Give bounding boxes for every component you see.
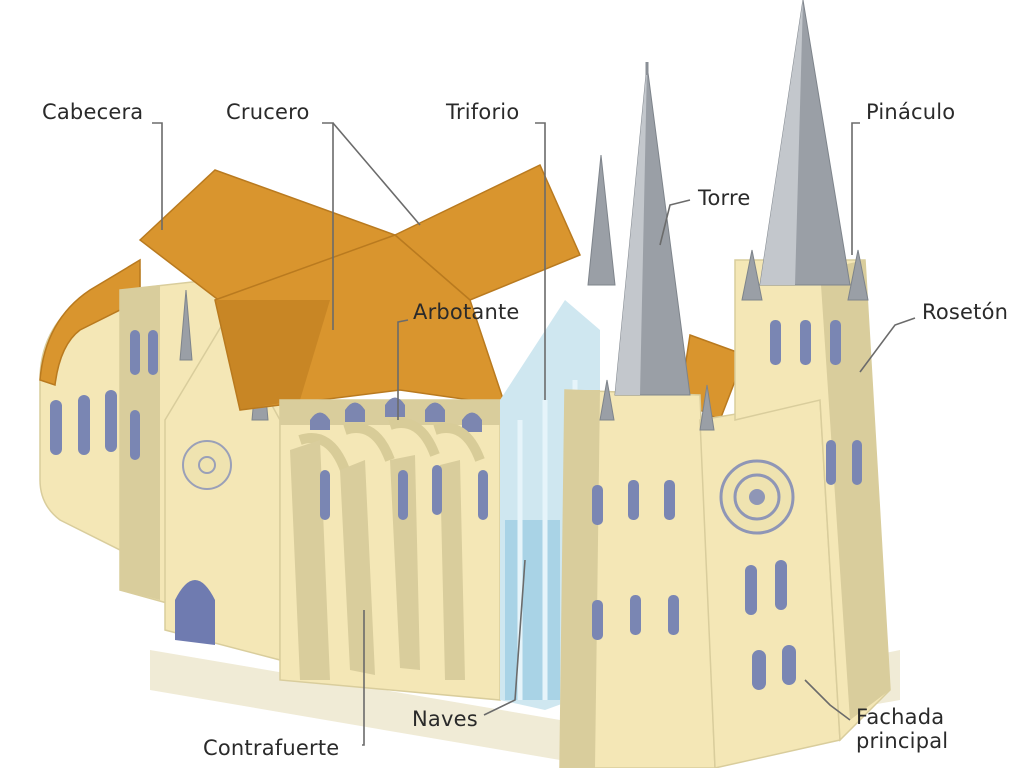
facade-window	[770, 320, 781, 365]
apse	[39, 258, 141, 562]
facade-window	[592, 600, 603, 640]
facade-window	[745, 565, 757, 615]
facade-window	[752, 650, 766, 690]
label-arbotante: Arbotante	[413, 300, 520, 324]
facade-window	[826, 440, 836, 485]
facade-rose-inner	[733, 473, 781, 521]
label-contrafuerte: Contrafuerte	[203, 736, 340, 760]
buttress	[390, 455, 420, 670]
cutaway-aisle	[505, 520, 560, 700]
leader-roseton	[859, 317, 916, 373]
flying-buttresses	[298, 418, 485, 472]
leader-triforio	[535, 122, 546, 400]
apse-window	[105, 390, 117, 452]
facade-window	[800, 320, 811, 365]
roof-shade	[215, 300, 330, 410]
leader-arbotante	[397, 319, 409, 420]
clerestory-window	[310, 412, 330, 430]
facade-window	[664, 480, 675, 520]
facade-window	[668, 595, 679, 635]
facade-window	[830, 320, 841, 365]
apse-roof	[39, 258, 141, 387]
buttress	[340, 460, 375, 675]
label-triforio: Triforio	[446, 100, 520, 124]
nave-window	[398, 470, 408, 520]
label-naves: Naves	[412, 707, 478, 731]
facade-center	[699, 399, 841, 768]
buttress	[440, 460, 465, 680]
facade-window	[775, 560, 787, 610]
facade-window	[592, 485, 603, 525]
leader-fachada	[804, 679, 851, 721]
leader-naves	[483, 559, 526, 716]
pinnacle-small	[741, 249, 763, 301]
spire-small	[587, 154, 616, 286]
clerestory-window	[385, 397, 405, 417]
spire-left-tower-light	[615, 65, 647, 395]
nave-window	[432, 465, 442, 515]
leader-lines	[152, 122, 916, 746]
facade-window	[782, 645, 796, 685]
label-crucero: Crucero	[226, 100, 310, 124]
clerestory-windows	[310, 397, 482, 432]
apse-window	[50, 400, 62, 455]
transept-portal	[175, 580, 215, 645]
transept-rose-center	[198, 456, 216, 474]
choir-window	[148, 330, 158, 375]
leader-torre	[659, 199, 691, 246]
leader-contrafuerte	[362, 610, 365, 746]
leader-crucero-2	[332, 122, 421, 226]
label-roseton: Rosetón	[922, 300, 1009, 324]
facade-window	[630, 595, 641, 635]
pinnacle-small	[699, 384, 715, 431]
leader-pinaculo	[851, 122, 860, 255]
clerestory-window	[425, 402, 445, 422]
label-torre: Torre	[698, 186, 751, 210]
transept-pinnacle	[179, 289, 193, 361]
apse-window	[78, 395, 90, 455]
pinnacle-small	[599, 379, 615, 421]
right-tower-shade	[820, 260, 890, 720]
choir-window	[130, 410, 140, 460]
label-fachada-principal: Fachada principal	[856, 705, 949, 754]
flying-buttress	[343, 423, 395, 462]
choir-window	[130, 330, 140, 375]
west-facade	[559, 0, 891, 768]
nave	[279, 397, 501, 701]
leader-cabecera	[152, 122, 163, 230]
flying-buttress	[388, 418, 440, 457]
flying-buttress	[433, 423, 485, 462]
clerestory-window	[345, 402, 365, 422]
nave-window	[320, 470, 330, 520]
facade-windows	[592, 320, 862, 690]
transept-rose-window	[182, 440, 232, 490]
label-pinaculo: Pináculo	[866, 100, 956, 124]
facade-window	[852, 440, 862, 485]
clerestory-window	[462, 412, 482, 432]
pinnacle-small	[847, 249, 869, 301]
facade-window	[628, 480, 639, 520]
flying-buttress	[298, 433, 350, 472]
label-cabecera: Cabecera	[42, 100, 144, 124]
main-spire-right-light	[760, 0, 803, 285]
facade-rose-core	[749, 489, 765, 505]
left-tower-shade	[560, 390, 600, 768]
nave-window	[478, 470, 488, 520]
